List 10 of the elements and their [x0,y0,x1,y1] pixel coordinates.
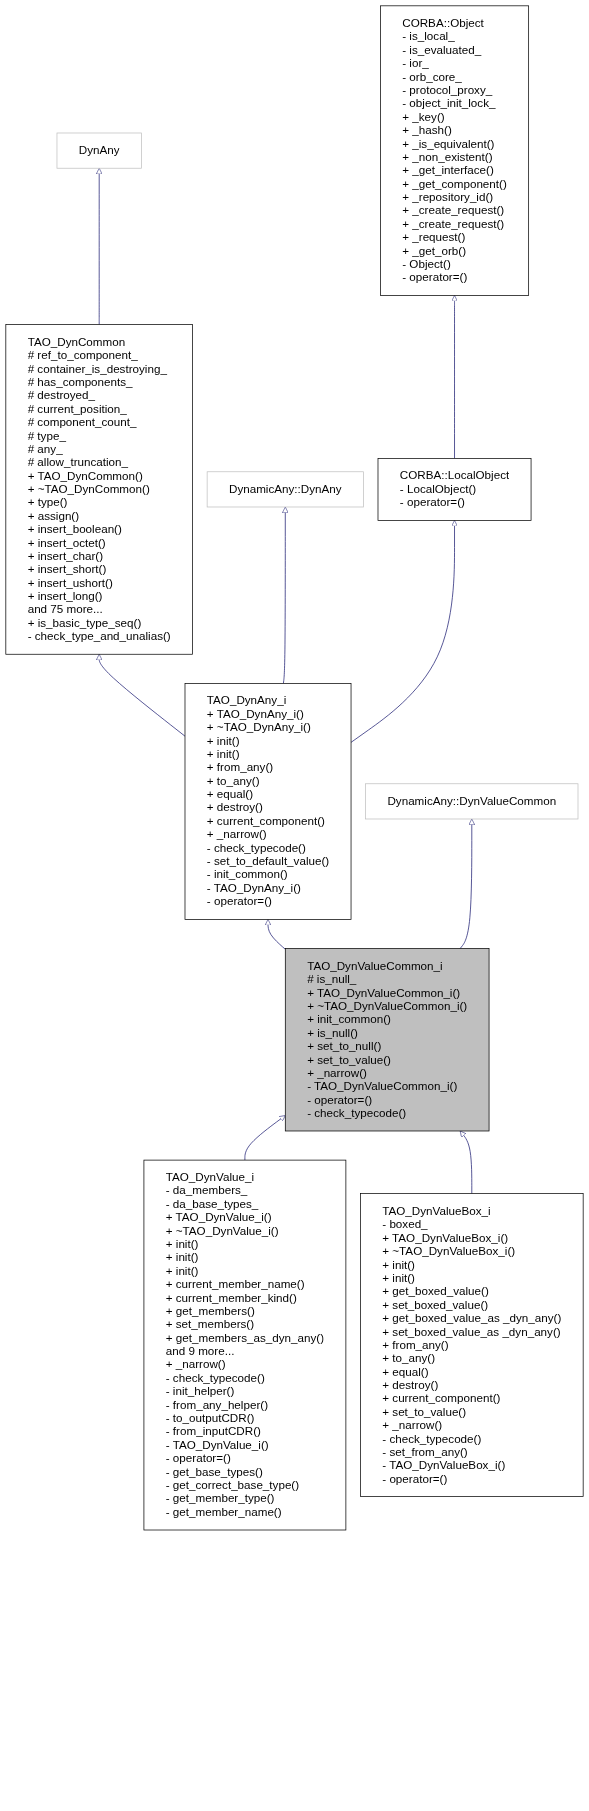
node-box: TAO_DynValueBox_i - boxed_ + TAO_DynValueBox_i() + ~TAO_DynValueBox_i() + init() + init() + get_boxed_value() + set_boxed_value() + get_boxed_value_as _dyn_any() + set_boxed_value_as _dyn_any() + from_any() + to_any() + equal() + destroy() + current_component() + set_to_value() + _narrow() - check_typecode() - set_from_any() - TAO_DynValueBox_i() - operator=() [360,1193,584,1497]
node-box: TAO_DynCommon # ref_to_component_ # container_is_destroying_ # has_components_ # destroyed_ # current_position_ # component_count_ # type_ # any_ # allow_truncation_ + TAO_DynCommon() + ~TAO_DynCommon() + type() + assign() + insert_boolean() + insert_octet() + insert_char() + insert_short() + insert_ushort() + insert_long() and 75 more... + is_basic_type_seq() - check_type_and_unalias() [5,324,193,655]
node-box: TAO_DynAny_i + TAO_DynAny_i() + ~TAO_DynAny_i() + init() + init() + from_any() + to_any() + equal() + destroy() + current_component() + _narrow() - check_typecode() - set_to_default_value() - init_common() - TAO_DynAny_i() - operator=() [184,683,352,920]
node-box: CORBA::LocalObject - LocalObject() - operator=() [377,458,532,521]
node-box: TAO_DynValueCommon_i # is_null_ + TAO_DynValueCommon_i() + ~TAO_DynValueCommon_i() + init_common() + is_null() + set_to_null() + set_to_value() + _narrow() - TAO_DynValueCommon_i() - operator=() - check_typecode() [284,948,490,1132]
node-box: DynamicAny::DynAny [206,471,364,508]
node-box: DynamicAny::DynValueCommon [365,783,579,820]
node-box: CORBA::Object - is_local_ - is_evaluated_ - ior_ - orb_core_ - protocol_proxy_ - object_init_lock_ + _key() + _hash() + _is_equivalent() + _non_existent() + _get_interface() + _get_component() + _repository_id() + _create_request() + _create_request() + _request() + _get_orb() - Object() - operator=() [380,5,529,296]
node-box: DynAny [56,132,142,169]
node-box: TAO_DynValue_i - da_members_ - da_base_types_ + TAO_DynValue_i() + ~TAO_DynValue_i() + init() + init() + init() + current_member_name() + current_member_kind() + get_members() + set_members() + get_members_as_dyn_any() and 9 more... + _narrow() - check_typecode() - init_helper() - from_any_helper() - to_outputCDR() - from_inputCDR() - TAO_DynValue_i() - operator=() - get_base_types() - get_correct_base_type() - get_member_type() - get_member_name() [143,1159,347,1531]
